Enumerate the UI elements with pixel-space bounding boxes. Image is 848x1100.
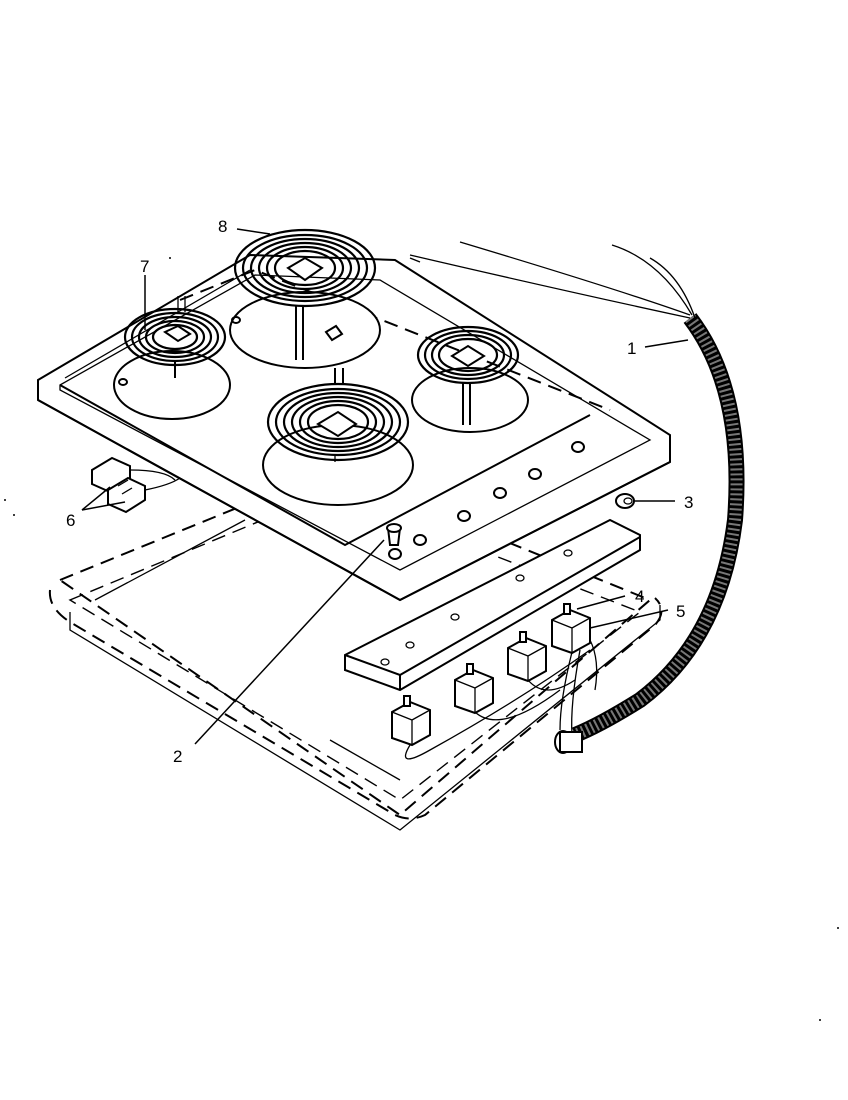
- mounting-screw: [386, 523, 402, 546]
- control-bracket: [344, 518, 641, 692]
- leader-lines: [81, 228, 689, 745]
- callout-2: 2: [173, 747, 182, 766]
- callout-1: 1: [627, 339, 636, 358]
- switch-3: [507, 631, 547, 683]
- callout-4: 4: [635, 587, 644, 606]
- knob-clip: [615, 493, 635, 509]
- switch-1: [391, 695, 431, 747]
- surface-element-large-back: [231, 228, 377, 360]
- surface-element-small-right: [416, 325, 520, 425]
- power-cord-conduit: [409, 241, 745, 754]
- control-knob-holes: [388, 441, 585, 560]
- callout-7: 7: [140, 257, 149, 276]
- surface-element-small-left: [118, 296, 227, 386]
- callout-labels: 1 2 3 4 5 6 7 8: [66, 217, 693, 766]
- callout-3: 3: [684, 493, 693, 512]
- burner-openings: [113, 291, 529, 506]
- strain-relief: [554, 730, 583, 754]
- scan-specks: [4, 257, 839, 1021]
- callout-6: 6: [66, 511, 75, 530]
- internal-wiring: [404, 639, 598, 760]
- callout-5: 5: [676, 602, 685, 621]
- switch-4: [551, 603, 591, 655]
- switch-2: [454, 663, 494, 715]
- surface-element-large-front: [266, 368, 410, 462]
- callout-8: 8: [218, 217, 227, 236]
- bracket-holes: [380, 549, 573, 666]
- infinite-switches: [391, 603, 591, 747]
